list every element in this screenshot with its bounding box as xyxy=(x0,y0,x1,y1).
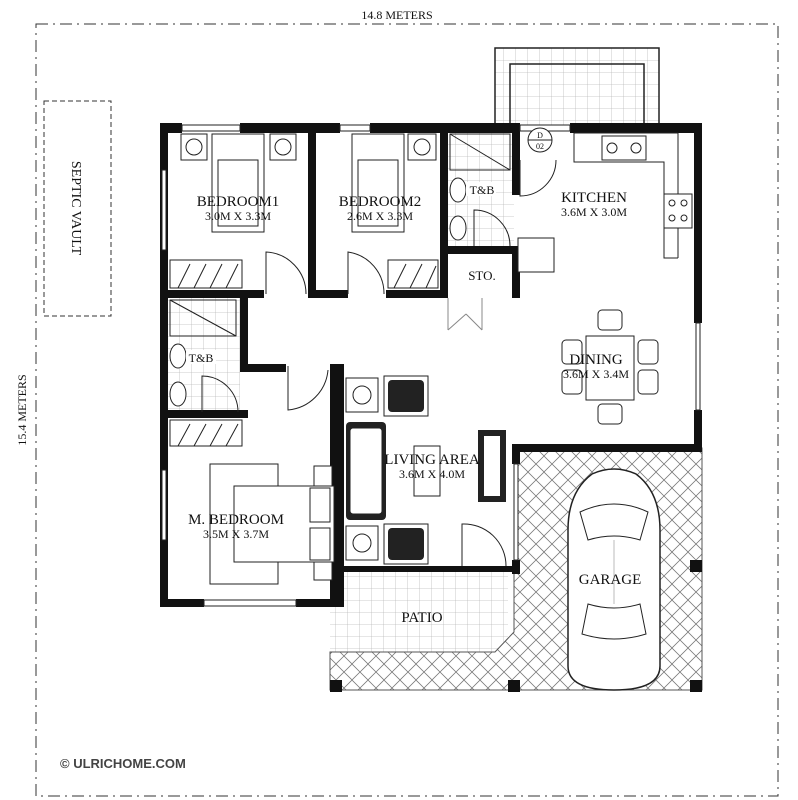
bedroom1-name: BEDROOM1 xyxy=(197,194,280,210)
master-name: M. BEDROOM xyxy=(188,512,284,528)
lower-tb-fixtures xyxy=(169,299,237,407)
width-label: 14.8 METERS xyxy=(361,8,432,22)
septic-vault: SEPTIC VAULT xyxy=(43,100,112,317)
dining-name: DINING xyxy=(569,352,622,368)
bedroom2-name: BEDROOM2 xyxy=(339,194,422,210)
bedroom1-furniture xyxy=(169,133,297,289)
svg-text:02: 02 xyxy=(536,142,544,151)
car xyxy=(567,468,661,691)
doors xyxy=(201,159,557,567)
tb-upper-name: T&B xyxy=(470,183,495,197)
living-furniture xyxy=(345,375,506,565)
kitchen-name: KITCHEN xyxy=(561,190,627,206)
patio-name: PATIO xyxy=(401,610,442,626)
svg-text:D: D xyxy=(537,131,543,140)
bedroom2-furniture xyxy=(351,133,439,289)
windows xyxy=(161,124,701,607)
master-furniture xyxy=(169,419,335,585)
living-size: 3.6M X 4.0M xyxy=(399,467,465,481)
garage-name: GARAGE xyxy=(579,572,642,588)
master-size: 3.5M X 3.7M xyxy=(203,527,269,541)
door-tag: D 02 xyxy=(527,127,553,153)
bedroom1-size: 3.0M X 3.3M xyxy=(205,209,271,223)
brand-text: © ULRICHOME.COM xyxy=(60,756,186,771)
kitchen-fixtures xyxy=(517,132,693,273)
bedroom2-size: 2.6M X 3.3M xyxy=(347,209,413,223)
dining-table xyxy=(561,309,659,425)
septic-label: SEPTIC VAULT xyxy=(68,161,83,256)
height-dimension: 15.4 METERS xyxy=(14,360,32,460)
brand: © ULRICHOME.COM xyxy=(60,756,186,771)
walls xyxy=(160,123,702,692)
dining-size: 3.6M X 3.4M xyxy=(563,367,629,381)
floor-tiles xyxy=(168,48,659,652)
room-labels: BEDROOM1 3.0M X 3.3M BEDROOM2 2.6M X 3.3… xyxy=(186,182,641,626)
kitchen-size: 3.6M X 3.0M xyxy=(561,205,627,219)
property-border xyxy=(35,23,779,797)
living-name: LIVING AREA xyxy=(384,452,480,468)
width-dimension: 14.8 METERS xyxy=(342,6,452,22)
height-label: 15.4 METERS xyxy=(15,374,29,445)
upper-tb-fixtures xyxy=(449,133,511,241)
tb-lower-name: T&B xyxy=(189,351,214,365)
storage-name: STO. xyxy=(468,268,496,283)
